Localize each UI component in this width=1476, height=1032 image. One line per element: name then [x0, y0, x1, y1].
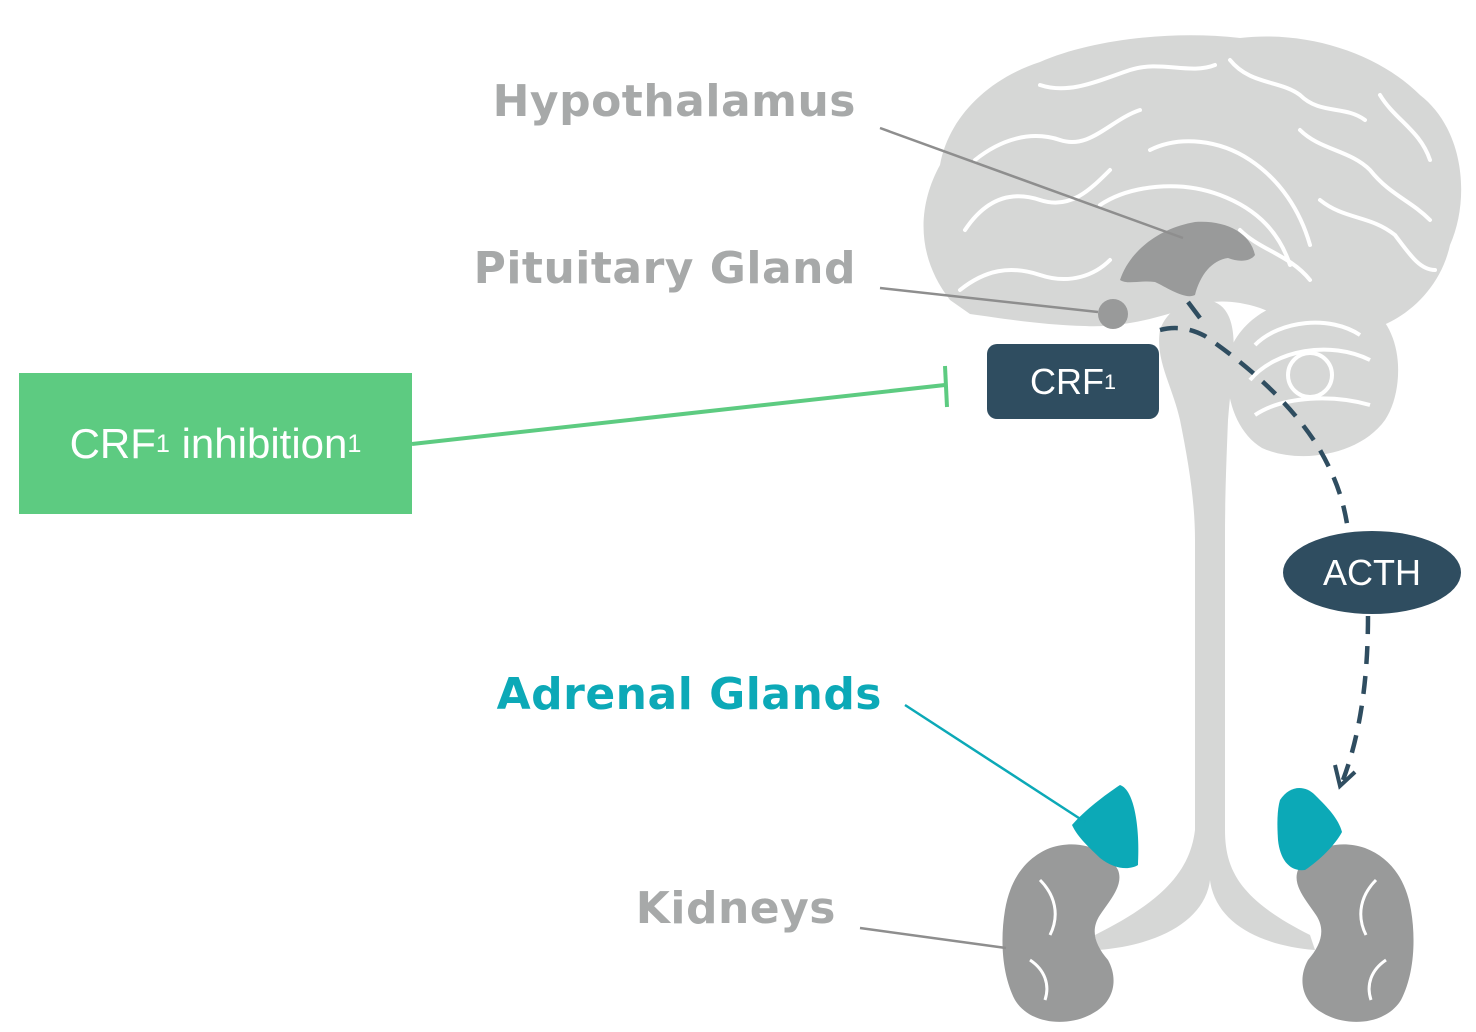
kidneys-label: Kidneys: [636, 887, 836, 931]
acth-label: ACTH: [1323, 552, 1421, 594]
acth-path-lower: [1343, 616, 1368, 780]
kidney-leader: [860, 928, 1006, 948]
adrenal-glands-label: Adrenal Glands: [497, 673, 882, 717]
inhibition-main: CRF: [70, 420, 156, 468]
inhibition-rest: inhibition: [170, 420, 347, 468]
adrenal-leader: [905, 705, 1085, 822]
kidney-right: [1297, 844, 1414, 1021]
pituitary-gland: [1098, 299, 1128, 329]
inhibition-bar: [945, 366, 947, 407]
hypothalamus-label: Hypothalamus: [493, 80, 856, 124]
acth-oval: ACTH: [1283, 531, 1461, 614]
inhibition-line: [412, 385, 945, 444]
crf1-main: CRF: [1030, 361, 1104, 403]
pituitary-gland-label: Pituitary Gland: [474, 247, 856, 291]
